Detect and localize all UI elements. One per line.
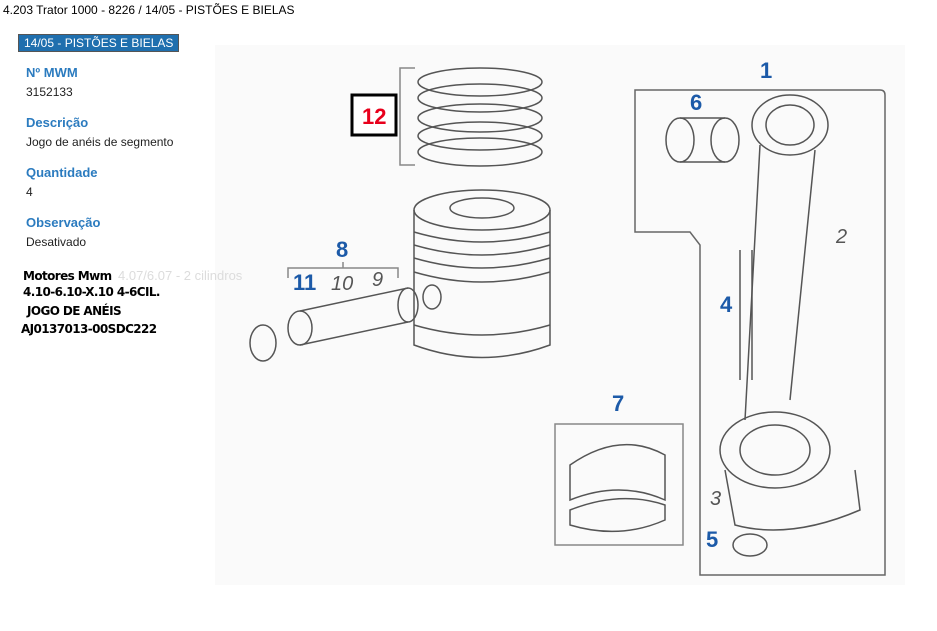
- description-value: Jogo de anéis de segmento: [26, 135, 174, 149]
- diagram-background: [215, 45, 905, 585]
- section-badge[interactable]: 14/05 - PISTÕES E BIELAS: [18, 34, 180, 52]
- callout-5[interactable]: 5: [706, 527, 718, 552]
- callout-10[interactable]: 10: [331, 273, 353, 295]
- observation-value: Desativado: [26, 235, 87, 249]
- pin-bracket: [287, 262, 399, 278]
- piston-pin: [287, 287, 419, 346]
- circlip: [249, 324, 277, 362]
- callout-11[interactable]: 11: [293, 270, 316, 295]
- bearing-frame: [554, 423, 684, 546]
- callout-3[interactable]: 3: [710, 488, 721, 510]
- breadcrumb: 4.203 Trator 1000 - 8226 / 14/05 - PISTÕ…: [3, 3, 295, 17]
- mwm-number-value: 3152133: [26, 85, 73, 99]
- bushing: [665, 117, 740, 163]
- quantity-value: 4: [26, 185, 33, 199]
- callout-1[interactable]: 1: [760, 58, 772, 83]
- rings-bracket: [399, 67, 415, 166]
- description-label: Descrição: [26, 115, 89, 130]
- note-line-1: Motores Mwm: [23, 269, 112, 283]
- callout-9[interactable]: 9: [372, 269, 383, 291]
- note-line-4: AJ0137013-00SDC222: [21, 322, 157, 336]
- note-faint-text: 4.07/6.07 - 2 cilindros: [118, 268, 243, 283]
- callout-6[interactable]: 6: [690, 90, 702, 115]
- quantity-label: Quantidade: [26, 165, 98, 180]
- note-line-2: 4.10-6.10-X.10 4-6CIL.: [23, 285, 160, 299]
- piston: [413, 189, 551, 359]
- observation-label: Observação: [26, 215, 101, 230]
- piston-rings: [417, 67, 543, 167]
- callout-8[interactable]: 8: [336, 237, 348, 262]
- bearing-shell: [569, 443, 666, 533]
- nut: [732, 533, 768, 557]
- mwm-number-label: Nº MWM: [26, 65, 78, 80]
- callout-7[interactable]: 7: [612, 391, 624, 416]
- callout-12[interactable]: 12: [362, 104, 386, 129]
- callout-2[interactable]: 2: [835, 226, 847, 248]
- note-line-3: JOGO DE ANÉIS: [27, 304, 122, 318]
- highlight-box: [350, 93, 398, 137]
- connecting-rod: [719, 94, 861, 531]
- rod-assembly-frame: [634, 89, 886, 576]
- parts-diagram: 12 1 2 3 4 5 6 7 8 9 10 11: [215, 45, 905, 585]
- callout-4[interactable]: 4: [720, 292, 733, 317]
